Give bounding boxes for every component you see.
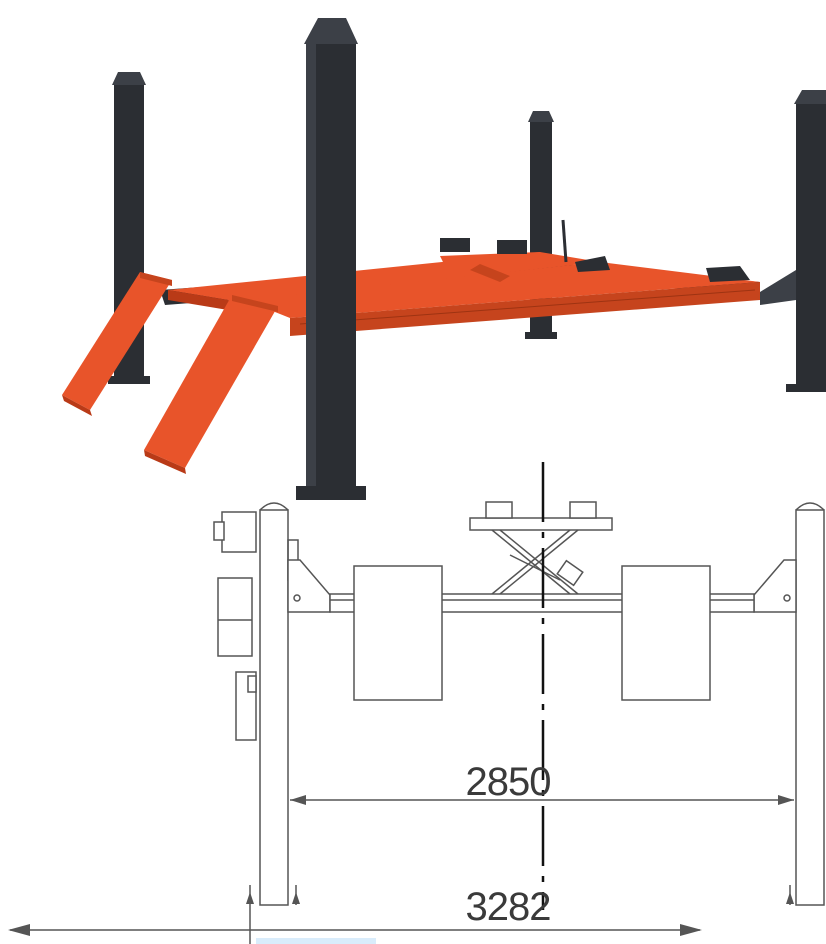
runway-right — [245, 262, 760, 318]
post-left-drawing — [259, 502, 299, 906]
post-front-left — [296, 18, 366, 500]
runway-section-right — [621, 565, 711, 701]
dimension-outer — [8, 885, 794, 944]
ramp-right — [144, 295, 278, 474]
ramp-left — [62, 272, 172, 416]
lift-3d-view — [62, 18, 826, 500]
dimension-inner — [290, 795, 794, 805]
scale-mark — [256, 938, 376, 944]
post-front-right — [760, 90, 826, 392]
post-right-drawing — [795, 502, 825, 906]
scissor-jack — [469, 501, 613, 595]
scissor-jack-3d — [440, 219, 610, 282]
dimension-label-outer: 3282 — [466, 885, 551, 929]
runway-left — [168, 252, 600, 302]
front-elevation-drawing — [8, 462, 825, 944]
dimension-label-inner: 2850 — [466, 760, 551, 804]
hydraulic-power-unit — [213, 511, 257, 741]
runway-section-left — [353, 565, 443, 701]
